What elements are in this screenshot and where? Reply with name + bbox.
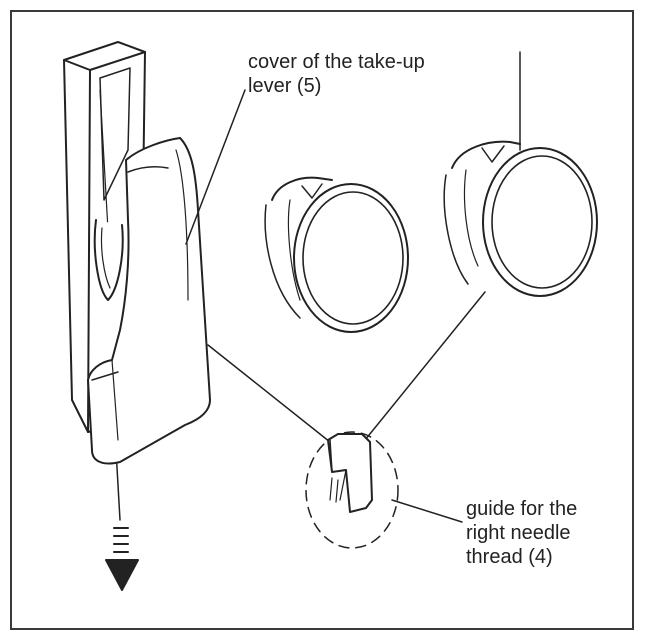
cover-callout-label: cover of the take-up lever (5) bbox=[248, 50, 425, 98]
needle-thread-guide bbox=[305, 431, 399, 549]
guide-callout-label: guide for the right needle thread (4) bbox=[466, 497, 577, 569]
cover-leader-line bbox=[185, 89, 246, 245]
cover-label-line-1: cover of the take-up bbox=[248, 51, 425, 73]
guide-label-line-1: guide for the bbox=[466, 498, 578, 520]
guide-leader-line bbox=[391, 499, 463, 523]
guide-label-line-2: right needle bbox=[466, 522, 571, 544]
left-tension-disc bbox=[264, 176, 409, 333]
right-tension-disc bbox=[443, 140, 598, 297]
guide-label-line-3: thread (4) bbox=[466, 546, 553, 568]
take-up-lever-cover bbox=[87, 137, 211, 465]
guide-highlight-circle bbox=[305, 431, 399, 549]
thread-direction-arrow bbox=[105, 527, 139, 591]
cover-label-line-2: lever (5) bbox=[248, 75, 322, 97]
